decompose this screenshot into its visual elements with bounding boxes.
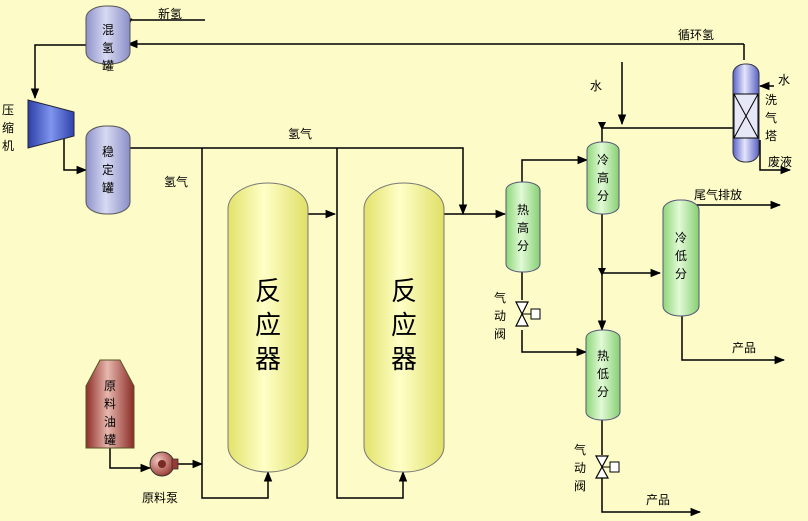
junction-arrow [598, 122, 606, 130]
line-cls-product [681, 315, 786, 365]
label-compressor: 压缩机 [2, 103, 14, 153]
line-hhs-to-chs [521, 155, 589, 182]
reactor-2: 反应器 [363, 182, 445, 473]
line-second-riser [336, 148, 408, 499]
cold-low-separator-label: 冷低分 [675, 231, 687, 281]
line-valve1-to-hls [521, 330, 588, 357]
line-compressor-to-stabtank [63, 136, 88, 175]
line-scrub-to-chs [601, 127, 736, 142]
reactor-1: 反应器 [227, 182, 309, 473]
reactor-2-label: 反应器 [391, 277, 417, 375]
feed-pump [149, 451, 179, 477]
scrubber: 洗气塔 [732, 63, 777, 163]
label-waste-liquid: 废液 [768, 154, 792, 169]
label-hydrogen-top: 氢气 [288, 126, 312, 141]
label-tail-gas: 尾气排放 [694, 187, 742, 202]
line-oiltank-to-pump [109, 448, 152, 473]
line-new-hydrogen [123, 18, 205, 30]
junction-arrow [598, 268, 606, 276]
label-product-mid: 产品 [732, 341, 756, 355]
cold-high-separator-label: 冷高分 [597, 153, 609, 203]
label-product-bottom: 产品 [646, 493, 670, 507]
line-hydrogen-header [130, 147, 468, 216]
stabilizing-tank: 稳定罐 [85, 125, 131, 215]
label-water-right: 水 [778, 73, 790, 87]
cold-low-separator: 冷低分 [662, 199, 700, 317]
label-recycle-hydrogen: 循环氢 [678, 27, 714, 42]
label-new-hydrogen: 新氢 [158, 6, 182, 21]
stabilizing-tank-label: 稳定罐 [102, 144, 114, 195]
hot-low-separator: 热低分 [585, 329, 621, 421]
hot-high-separator-label: 热高分 [517, 203, 529, 253]
feed-oil-tank: 原料油罐 [85, 359, 135, 449]
label-hydrogen-left: 氢气 [164, 174, 188, 189]
label-pneumatic-valve-2: 气动阀 [574, 442, 586, 493]
mixed-hydrogen-tank: 混氢罐 [85, 5, 131, 73]
label-pneumatic-valve-1: 气动阀 [494, 290, 506, 341]
line-mixtank-to-compressor [30, 44, 86, 100]
label-feed-pump: 原料泵 [142, 491, 178, 505]
pneumatic-valve-1 [515, 301, 541, 327]
cold-high-separator: 冷高分 [586, 141, 620, 215]
feed-oil-tank-label: 原料油罐 [104, 379, 116, 447]
label-water-top: 水 [590, 79, 602, 93]
line-waste [759, 140, 792, 175]
hot-low-separator-label: 热低分 [597, 349, 609, 399]
hot-high-separator: 热高分 [505, 181, 541, 273]
line-hls-product [601, 478, 702, 517]
mixed-hydrogen-tank-label: 混氢罐 [102, 23, 114, 73]
piping-lines [30, 18, 792, 517]
reactor-1-label: 反应器 [255, 277, 281, 375]
pneumatic-valve-2 [594, 455, 620, 479]
compressor [27, 99, 75, 149]
line-left-riser [201, 148, 273, 499]
scrubber-label: 洗气塔 [765, 93, 777, 143]
